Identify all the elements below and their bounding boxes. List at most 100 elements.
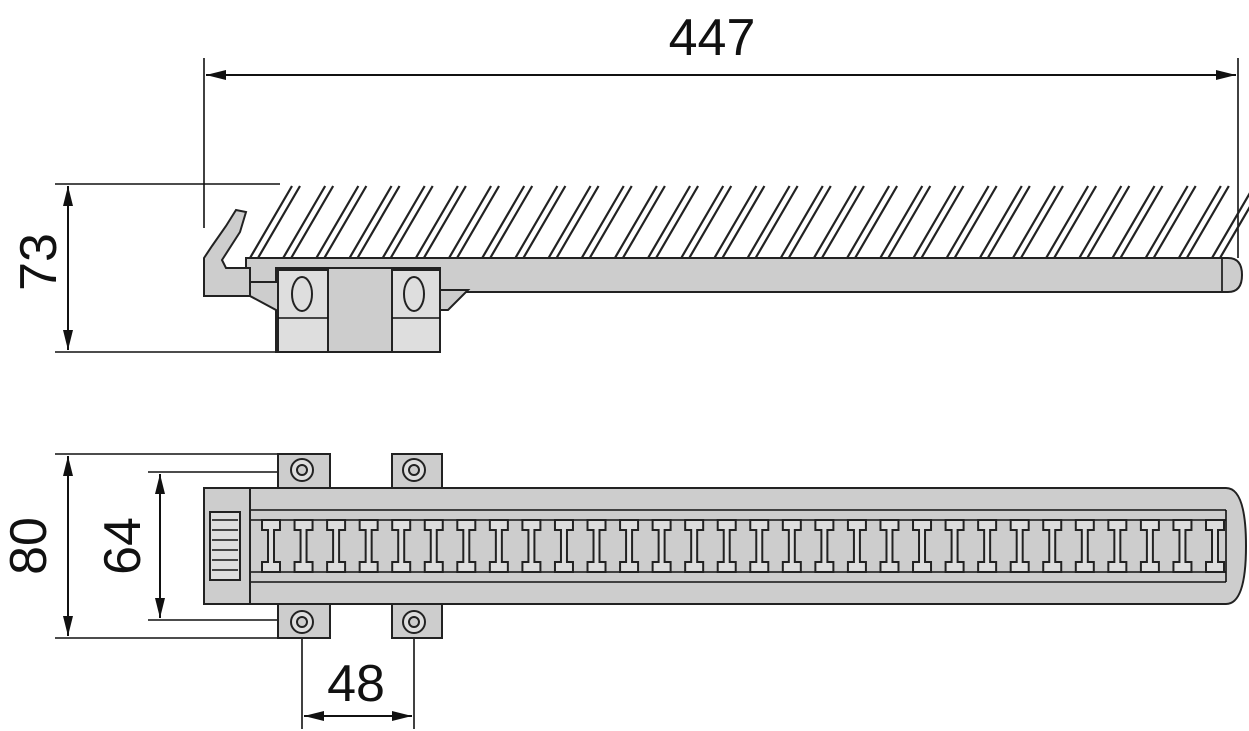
hanger-rod-edge bbox=[356, 185, 401, 259]
hook-slot bbox=[716, 519, 737, 573]
hanger-rod-edge bbox=[1020, 185, 1064, 259]
hook-slot bbox=[781, 519, 802, 573]
hanger-rod-edge bbox=[621, 185, 666, 259]
hook-slot bbox=[521, 519, 542, 573]
hook-slot bbox=[423, 519, 444, 573]
hook-slot bbox=[1009, 519, 1030, 573]
hanger-rod-edge bbox=[887, 185, 932, 259]
hanger-rod bbox=[348, 185, 393, 259]
hanger-rod bbox=[647, 185, 692, 259]
hook-slot bbox=[879, 519, 900, 573]
front-hook bbox=[203, 208, 251, 297]
hanger-rod bbox=[1111, 185, 1156, 259]
hanger-rod-edge bbox=[655, 185, 700, 259]
hook-slot bbox=[293, 519, 314, 573]
hanger-rod bbox=[746, 185, 791, 259]
spacing-dimension-label: 48 bbox=[327, 655, 385, 713]
hanger-rod bbox=[1211, 192, 1249, 259]
hook-slot bbox=[846, 519, 867, 573]
hook-slot bbox=[1139, 519, 1160, 573]
hanger-rod bbox=[680, 185, 725, 259]
hook-slot bbox=[944, 519, 965, 573]
hanger-rod bbox=[282, 185, 327, 259]
hanger-rod-edge bbox=[986, 185, 1031, 259]
screw-top-right bbox=[402, 458, 426, 482]
hook-slot bbox=[1074, 519, 1095, 573]
hanger-rod-edge bbox=[489, 185, 534, 259]
hook-slot bbox=[553, 519, 574, 573]
hanger-rod bbox=[779, 185, 824, 259]
hanger-rod-edge bbox=[422, 185, 467, 259]
hook-slot bbox=[977, 519, 998, 573]
hook-slot bbox=[586, 519, 607, 573]
hanger-rod bbox=[1144, 185, 1189, 259]
hook-slot bbox=[814, 519, 835, 573]
hanger-rod-edge bbox=[854, 185, 899, 259]
top-view: 80 64 48 bbox=[0, 453, 1248, 729]
hanger-rod bbox=[580, 185, 625, 259]
inner-width-dimension-label: 64 bbox=[94, 517, 152, 575]
hanger-rod bbox=[846, 185, 891, 259]
hanger-rod bbox=[448, 185, 492, 259]
hanger-rod bbox=[713, 185, 758, 259]
hook-slot bbox=[326, 519, 347, 573]
hanger-rod-edge bbox=[1086, 185, 1131, 259]
hanger-rod bbox=[381, 185, 426, 259]
grip-ridges bbox=[212, 519, 238, 571]
hanger-rod-edge bbox=[953, 185, 998, 259]
screw-slot-left bbox=[291, 276, 313, 312]
hanger-rod bbox=[879, 185, 924, 259]
hanger-rod-edge bbox=[721, 185, 766, 259]
hanger-rod-edge bbox=[257, 185, 301, 259]
side-view: 447 73 bbox=[10, 9, 1249, 353]
hanger-rod-edge bbox=[820, 185, 865, 259]
hanger-rod bbox=[481, 185, 526, 259]
hanger-rod-edge bbox=[1152, 185, 1197, 259]
hook-slot bbox=[261, 519, 281, 573]
grip-pad bbox=[209, 511, 241, 581]
hook-slot bbox=[684, 519, 705, 573]
hanger-rod bbox=[1177, 185, 1222, 259]
screw-bottom-right bbox=[402, 610, 426, 634]
hanger-rod bbox=[249, 185, 293, 259]
side-rail bbox=[245, 257, 1244, 293]
hook-slot bbox=[358, 519, 379, 573]
hanger-rod-edge bbox=[920, 185, 965, 259]
hanger-rod-edge bbox=[456, 185, 500, 259]
hanger-rod bbox=[547, 185, 592, 259]
hanger-rod-edge bbox=[522, 185, 567, 259]
hook-slots bbox=[261, 519, 1225, 573]
hanger-rod-edge bbox=[389, 185, 434, 259]
hook-slot bbox=[912, 519, 933, 573]
hook-slot bbox=[1205, 519, 1225, 573]
hook-slot bbox=[651, 519, 672, 573]
hanger-rod bbox=[514, 185, 559, 259]
hanger-rod-edge bbox=[688, 185, 733, 259]
hanger-rod bbox=[1045, 185, 1090, 259]
hook-slot bbox=[391, 519, 412, 573]
hanger-rod bbox=[812, 185, 857, 259]
hook-slot bbox=[1172, 519, 1193, 573]
hook-slot bbox=[619, 519, 640, 573]
hanger-rod bbox=[945, 185, 990, 259]
hanger-rod-edge bbox=[555, 185, 600, 259]
height-dimension-label: 73 bbox=[10, 233, 68, 291]
hook-slot bbox=[456, 519, 477, 573]
hanger-rod-edge bbox=[323, 185, 368, 259]
hanger-rod-edge bbox=[588, 185, 633, 259]
hanger-rod bbox=[414, 185, 459, 259]
hanger-rod bbox=[912, 185, 957, 259]
hanger-rod-edge bbox=[1053, 185, 1098, 259]
hanger-rod-edge bbox=[754, 185, 799, 259]
hanger-rods bbox=[249, 185, 1249, 259]
hanger-rod bbox=[315, 185, 360, 259]
hanger-rod-edge bbox=[290, 185, 335, 259]
screw-top-left bbox=[290, 458, 314, 482]
hanger-rod bbox=[978, 185, 1023, 259]
hook-slot bbox=[749, 519, 770, 573]
hook-slot bbox=[1042, 519, 1063, 573]
hanger-rod bbox=[1012, 185, 1056, 259]
hanger-rod bbox=[1078, 185, 1123, 259]
length-dimension-label: 447 bbox=[669, 9, 756, 67]
